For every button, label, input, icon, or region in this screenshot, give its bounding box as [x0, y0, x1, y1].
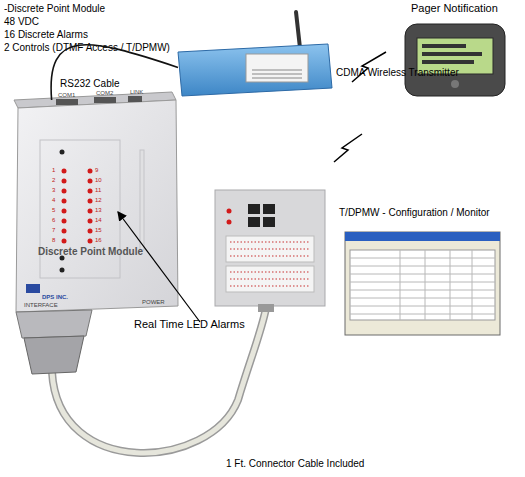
software-window: [345, 232, 500, 335]
antenna: [296, 12, 300, 48]
note-label: 48 VDC: [4, 16, 39, 28]
led-number: 16: [95, 237, 102, 244]
note-label: 1 Ft. Connector Cable Included: [226, 458, 364, 470]
node-text: INTERFACE: [24, 302, 58, 309]
device-node: CDMA Wireless Transmitter: [178, 44, 332, 96]
com-port: [94, 97, 116, 103]
terminal-rows: [230, 242, 310, 286]
jack: [263, 204, 275, 214]
node-text: LINK: [130, 89, 143, 96]
led-number: 4: [52, 197, 55, 204]
db25-connector: [16, 310, 92, 338]
link-port: [128, 96, 142, 102]
note-label: Real Time LED Alarms: [134, 318, 245, 331]
node-text: T/DPMW - Configuration / Monitor: [339, 207, 490, 219]
led-number: 11: [95, 187, 101, 194]
pager-display: [422, 44, 482, 64]
barcode: [252, 70, 302, 78]
node-text: Pager Notification: [411, 2, 498, 15]
node-text: POWER: [142, 299, 165, 306]
led-number: 6: [52, 217, 55, 224]
led-column: [62, 169, 93, 244]
led-panel: [40, 140, 120, 278]
pager-button: [451, 80, 459, 88]
led-number: 10: [95, 177, 102, 184]
edge-label: RS232 Cable: [60, 78, 119, 90]
led-number: 15: [95, 227, 102, 234]
device-node: COM1COM2LINKDiscrete Point ModuleDPS INC…: [16, 100, 178, 312]
power-strip: [140, 150, 144, 250]
node-text: Discrete Point Module: [38, 246, 143, 258]
device-node: T/DPMW - Configuration / Monitor: [345, 232, 500, 335]
alarm-panel: [215, 190, 325, 306]
note-label: -Discrete Point Module: [4, 3, 105, 15]
wireless-symbol: [334, 134, 362, 162]
jack: [248, 217, 260, 227]
dps-logo: [26, 284, 40, 293]
led-number: 1: [52, 167, 55, 174]
led: [227, 220, 232, 225]
jack: [263, 217, 275, 227]
led-number: 12: [95, 197, 102, 204]
terminal-block: [226, 236, 314, 262]
node-text: COM2: [96, 90, 113, 97]
note-label: 2 Controls (DTMF Access / T/DPMW): [4, 42, 170, 54]
led: [227, 209, 232, 214]
led-number: 5: [52, 207, 55, 214]
led-number: 7: [52, 227, 55, 234]
led-number: 8: [52, 237, 55, 244]
led-number: 14: [95, 217, 102, 224]
led-number: 3: [52, 187, 55, 194]
rs232-cable: [51, 45, 178, 100]
transmitter-body: [178, 44, 332, 96]
com-port: [56, 99, 78, 105]
transmitter-sticker: [246, 54, 308, 82]
node-text: CDMA Wireless Transmitter: [336, 67, 459, 79]
led-number: 2: [52, 177, 55, 184]
pager-body: [405, 24, 505, 96]
led-number: 9: [95, 167, 98, 174]
module-body: [16, 100, 178, 312]
terminal-block: [226, 266, 314, 292]
device-node: Pager Notification: [405, 24, 505, 96]
panel-connector: [258, 304, 274, 312]
node-text: DPS INC.: [42, 294, 68, 301]
led: [60, 150, 65, 155]
node-text: COM1: [58, 92, 75, 99]
leader-line: [118, 212, 200, 322]
table-grid: [350, 250, 495, 320]
window-titlebar: [345, 232, 500, 241]
note-label: 16 Discrete Alarms: [4, 29, 88, 41]
db25-hood: [24, 336, 84, 374]
config-table: [350, 250, 495, 320]
jack: [248, 204, 260, 214]
led-number: 13: [95, 207, 102, 214]
led: [60, 268, 65, 273]
